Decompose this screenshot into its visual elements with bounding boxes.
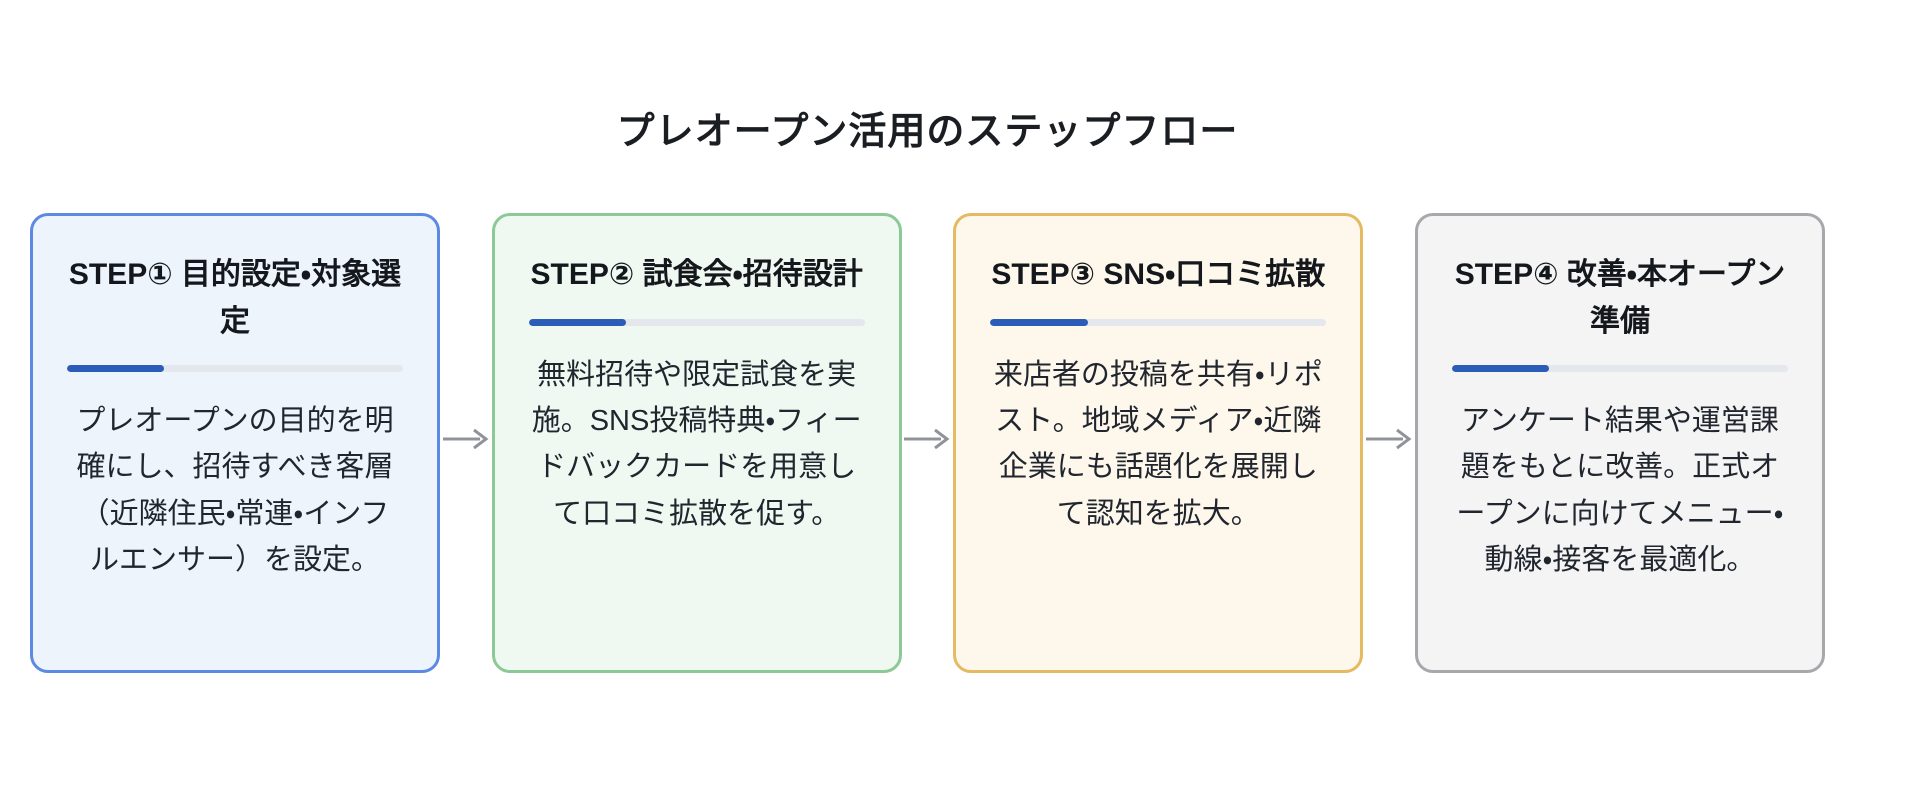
progress-bar-fill	[1451, 365, 1550, 372]
progress-bar	[990, 318, 1327, 326]
arrow-right-icon	[442, 205, 490, 673]
step-flow: STEP① 目的設定・対象選定 プレオープンの目的を明確にし、招待すべき客層（近…	[30, 213, 1825, 673]
progress-bar	[67, 365, 403, 372]
step-card-4: STEP④ 改善・本オープン準備 アンケート結果や運営課題をもとに改善。正式オー…	[1414, 213, 1825, 673]
step-card-description: プレオープンの目的を明確にし、招待すべき客層（近隣住民・常連・インフルエンサー）…	[76, 405, 394, 577]
step-card-3: STEP③ SNS・口コミ拡散 来店者の投稿を共有・リポスト。地域メディア・近隣…	[953, 213, 1364, 673]
diagram-content: プレオープン活用のステップフロー STEP① 目的設定・対象選定 プレオープンの…	[30, 0, 1825, 673]
step-card-description: 無料招待や限定試食を実施。SNS投稿特典・フィードバックカードを用意して口コミ拡…	[531, 358, 862, 530]
step-card-title: STEP③ SNS・口コミ拡散	[991, 258, 1326, 291]
step-card-2: STEP② 試食会・招待設計 無料招待や限定試食を実施。SNS投稿特典・フィード…	[491, 213, 902, 673]
step-card-1: STEP① 目的設定・対象選定 プレオープンの目的を明確にし、招待すべき客層（近…	[30, 213, 440, 673]
progress-bar	[1451, 365, 1788, 372]
progress-bar	[528, 318, 865, 326]
page-title: プレオープン活用のステップフロー	[616, 111, 1239, 153]
step-card-title: STEP② 試食会・招待設計	[530, 258, 863, 291]
progress-bar-fill	[990, 318, 1088, 326]
step-card-description: アンケート結果や運営課題をもとに改善。正式オープンに向けてメニュー・動線・接客を…	[1456, 405, 1784, 577]
arrow-right-icon	[903, 205, 951, 673]
step-card-title: STEP① 目的設定・対象選定	[68, 258, 402, 338]
step-card-description: 来店者の投稿を共有・リポスト。地域メディア・近隣企業にも話題化を展開して認知を拡…	[993, 358, 1323, 530]
progress-bar-fill	[528, 318, 627, 326]
progress-bar-fill	[67, 365, 165, 372]
arrow-right-icon	[1365, 205, 1413, 673]
step-card-title: STEP④ 改善・本オープン準備	[1454, 258, 1786, 338]
